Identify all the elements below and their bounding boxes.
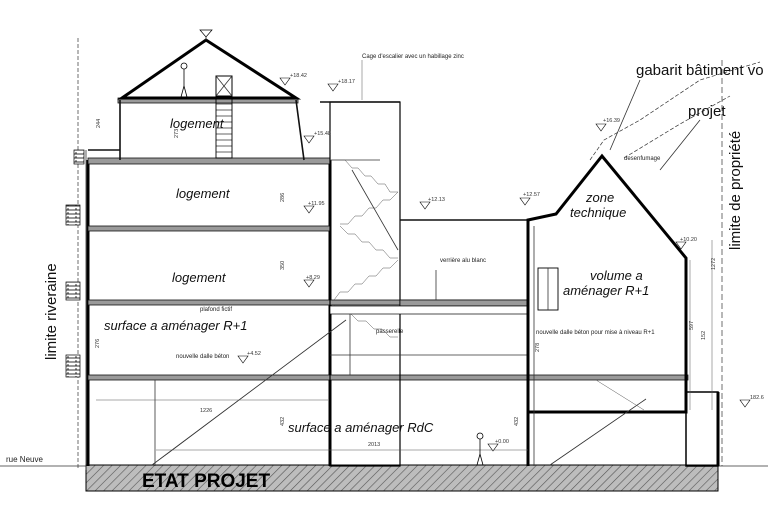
svg-text:278: 278 bbox=[535, 343, 541, 352]
courtyard-section bbox=[151, 219, 529, 466]
level-marker-l9: +8.29 bbox=[303, 275, 320, 288]
label-gabarit: gabarit bâtiment vo bbox=[636, 62, 764, 79]
svg-text:+12.13: +12.13 bbox=[428, 197, 445, 203]
level-marker-l6: +12.57 bbox=[519, 192, 540, 206]
label-rue-neuve: rue Neuve bbox=[6, 455, 43, 464]
svg-text:597: 597 bbox=[689, 321, 695, 330]
svg-text:+11.95: +11.95 bbox=[308, 201, 325, 207]
room-labels: logement logement logement surface a amé… bbox=[104, 116, 649, 435]
room-label-technique: technique bbox=[570, 205, 626, 220]
svg-text:276: 276 bbox=[95, 339, 101, 348]
label-desenfumage: desenfumage bbox=[624, 156, 661, 162]
svg-text:152: 152 bbox=[701, 331, 707, 340]
svg-text:+15.48: +15.48 bbox=[314, 131, 331, 137]
label-nouvelle-dalle-r1: nouvelle dalle béton pour mise à niveau … bbox=[536, 330, 655, 336]
right-wing bbox=[526, 60, 761, 467]
room-label-surface-rdc: surface a aménager RdC bbox=[288, 420, 434, 435]
dimension-texts: 244 273 286 350 276 1226 2013 432 432 27… bbox=[95, 119, 717, 451]
svg-text:2013: 2013 bbox=[368, 442, 380, 448]
svg-text:+18.42: +18.42 bbox=[290, 73, 307, 79]
level-marker-l2: +18.17 bbox=[327, 79, 355, 92]
staircase-tower bbox=[320, 101, 401, 467]
svg-text:182.6: 182.6 bbox=[750, 395, 764, 401]
svg-text:+4.52: +4.52 bbox=[247, 351, 261, 357]
label-limite-propriete: limite de propriété bbox=[727, 131, 744, 250]
neighbour-wall-stubs bbox=[65, 149, 85, 378]
level-marker-l3: +15.48 bbox=[303, 131, 331, 144]
label-limite-riveraine: limite riveraine bbox=[43, 263, 60, 360]
label-verriere: verrière alu blanc bbox=[440, 258, 486, 264]
label-nouvelle-dalle: nouvelle dalle béton bbox=[176, 354, 229, 360]
person-figure-ground bbox=[476, 432, 484, 466]
room-label-logement-2: logement bbox=[176, 186, 231, 201]
room-label-logement-attic: logement bbox=[170, 116, 225, 131]
level-marker-l12: 182.6 bbox=[739, 395, 764, 408]
svg-text:+18.17: +18.17 bbox=[338, 79, 355, 85]
room-label-amenager-r1: aménager R+1 bbox=[563, 283, 649, 298]
annotations: gabarit bâtiment vo projet limite de pro… bbox=[6, 54, 764, 466]
svg-text:432: 432 bbox=[514, 417, 520, 426]
svg-text:286: 286 bbox=[280, 193, 286, 202]
ground-slab bbox=[0, 464, 768, 492]
svg-text:350: 350 bbox=[280, 261, 286, 270]
label-plafond: plafond fictif bbox=[200, 307, 232, 313]
svg-text:+10.20: +10.20 bbox=[680, 237, 697, 243]
level-marker-l10: +4.52 bbox=[237, 351, 261, 364]
attic-roof bbox=[117, 29, 302, 159]
label-passerelle: passerelle bbox=[376, 329, 404, 335]
label-cage-escalier: Cage d'escalier avec un habillage zinc bbox=[362, 54, 464, 60]
level-marker-l8: +10.20 bbox=[675, 237, 697, 250]
svg-text:244: 244 bbox=[96, 119, 102, 128]
level-marker-l5: +12.13 bbox=[419, 197, 445, 210]
room-label-logement-1: logement bbox=[172, 270, 227, 285]
svg-text:432: 432 bbox=[280, 417, 286, 426]
label-projet: projet bbox=[688, 103, 726, 120]
svg-text:273: 273 bbox=[174, 129, 180, 138]
svg-text:+16.39: +16.39 bbox=[603, 118, 620, 124]
level-marker-l11: +0.00 bbox=[487, 439, 509, 452]
level-marker-l1: +18.42 bbox=[279, 73, 307, 86]
room-label-zone: zone bbox=[585, 190, 614, 205]
svg-text:+0.00: +0.00 bbox=[495, 439, 509, 445]
room-label-surface-r1: surface a aménager R+1 bbox=[104, 318, 247, 333]
svg-text:+12.57: +12.57 bbox=[523, 192, 540, 198]
svg-text:1272: 1272 bbox=[711, 258, 717, 270]
svg-text:+8.29: +8.29 bbox=[306, 275, 320, 281]
drawing-title: ETAT PROJET bbox=[142, 471, 270, 492]
svg-text:1226: 1226 bbox=[200, 408, 212, 414]
person-figure-attic bbox=[180, 62, 188, 98]
level-markers: +18.42 +18.17 +15.48 +16.39 +12.13 +12.5… bbox=[237, 73, 764, 452]
level-marker-l4: +16.39 bbox=[595, 118, 620, 132]
left-boundary bbox=[77, 38, 87, 470]
level-marker-l7: +11.95 bbox=[303, 201, 325, 214]
room-label-volume: volume a bbox=[590, 268, 643, 283]
